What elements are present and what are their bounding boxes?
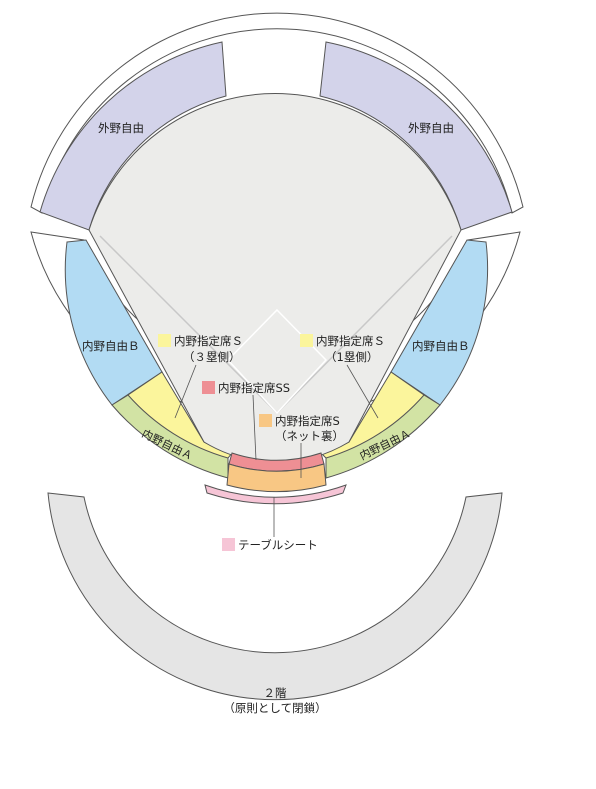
swatch-reserved-s-net xyxy=(259,414,272,427)
label-reserved-s-3b-line2: （３塁側） xyxy=(183,350,241,364)
label-reserved-s-1b-line2: （1塁側） xyxy=(325,350,378,364)
swatch-reserved-s-1b xyxy=(300,334,313,347)
label-outfield-left: 外野自由 xyxy=(98,121,144,135)
outfield-left-section[interactable] xyxy=(39,41,227,231)
swatch-table-seat xyxy=(222,538,235,551)
swatch-reserved-ss xyxy=(202,381,215,394)
label-infield-b-left: 内野自由Ｂ xyxy=(82,339,140,353)
leader-line-ss xyxy=(252,394,257,461)
label-reserved-ss: 内野指定席SS xyxy=(218,381,290,395)
field-foul-line-right xyxy=(276,235,453,414)
outfield-right-section[interactable] xyxy=(319,41,513,231)
label-table-seat: テーブルシート xyxy=(238,538,318,552)
label-second-floor-line1: ２階 xyxy=(264,686,287,700)
field-foul-line-left xyxy=(99,235,278,414)
label-infield-b-right: 内野自由Ｂ xyxy=(412,339,470,353)
label-reserved-s-net-line2: （ネット裏） xyxy=(275,429,344,443)
stadium-outer-ring-top xyxy=(30,12,524,214)
second-floor-section[interactable] xyxy=(47,492,503,701)
leader-line-s-3b xyxy=(174,364,197,419)
label-outfield-right: 外野自由 xyxy=(408,121,454,135)
label-reserved-s-net-line1: 内野指定席S xyxy=(275,414,340,428)
leader-line-s-1b xyxy=(346,364,379,419)
infield-a-right-section[interactable] xyxy=(325,394,441,479)
label-reserved-s-3b-line1: 内野指定席Ｓ xyxy=(174,334,243,348)
label-reserved-s-1b-line1: 内野指定席Ｓ xyxy=(316,334,385,348)
swatch-reserved-s-3b xyxy=(158,334,171,347)
label-second-floor-line2: （原則として閉鎖） xyxy=(223,701,326,715)
table-seat-section[interactable] xyxy=(204,484,347,505)
